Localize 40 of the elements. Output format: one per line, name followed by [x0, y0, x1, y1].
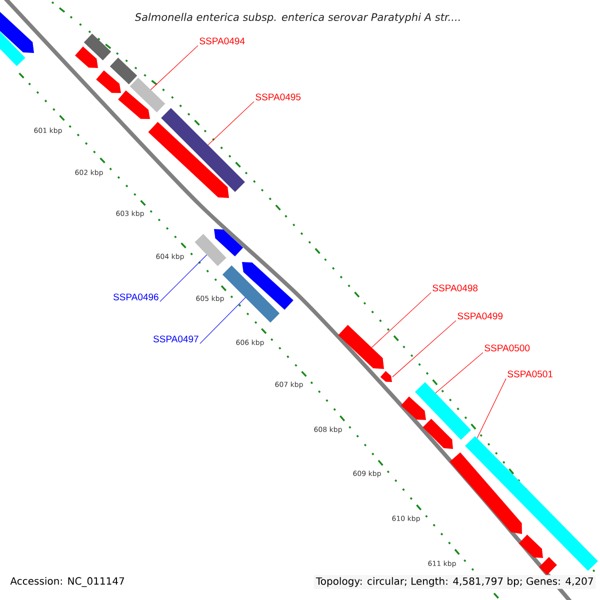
gene-label: SSPA0494 [200, 38, 245, 44]
gene-bar [414, 382, 472, 440]
leader-line [160, 254, 208, 302]
gene-bar [194, 234, 226, 266]
leader-line [435, 352, 484, 394]
leader-line [476, 378, 506, 439]
leader-line [208, 101, 254, 146]
gene-bar [148, 122, 229, 198]
gene-bar [75, 46, 98, 68]
gene-bar [400, 396, 426, 420]
gene-bar [222, 265, 280, 323]
gene-bar [242, 262, 294, 310]
leader-line [150, 45, 198, 90]
gene-label: SSPA0495 [256, 94, 301, 100]
leader-line [392, 320, 456, 378]
gene-bar [539, 557, 557, 575]
gene-bar [338, 324, 384, 369]
gene-bar [96, 70, 121, 93]
gene-bar [465, 436, 598, 571]
gene-label: SSPA0496 [113, 294, 158, 300]
summary-label: Topology: circular; Length: 4,581,797 bp; Genes: 4,207 [314, 575, 596, 589]
gene-label: SSPA0497 [153, 336, 198, 342]
gene-label: SSPA0500 [484, 344, 530, 352]
gene-bar [214, 229, 244, 256]
leader-line [200, 297, 246, 344]
gene-label: SSPA0499 [458, 312, 503, 320]
title: Salmonella enterica subsp. enterica serovar Paratyphi A str.... [134, 12, 460, 24]
gene-bar [84, 34, 112, 60]
leader-line [371, 292, 432, 348]
gene-bar [118, 90, 150, 119]
gene-bar [422, 418, 453, 449]
gene-bar [518, 534, 543, 558]
accession-label: Accession: NC_011147 [10, 577, 124, 587]
gene-bar [161, 108, 245, 192]
gene-bar [380, 371, 392, 382]
gene-label: SSPA0498 [432, 284, 478, 292]
gene-bar [130, 78, 166, 112]
gene-label: SSPA0501 [508, 370, 552, 378]
gene-bar [450, 452, 522, 534]
gene-bar [110, 58, 138, 84]
